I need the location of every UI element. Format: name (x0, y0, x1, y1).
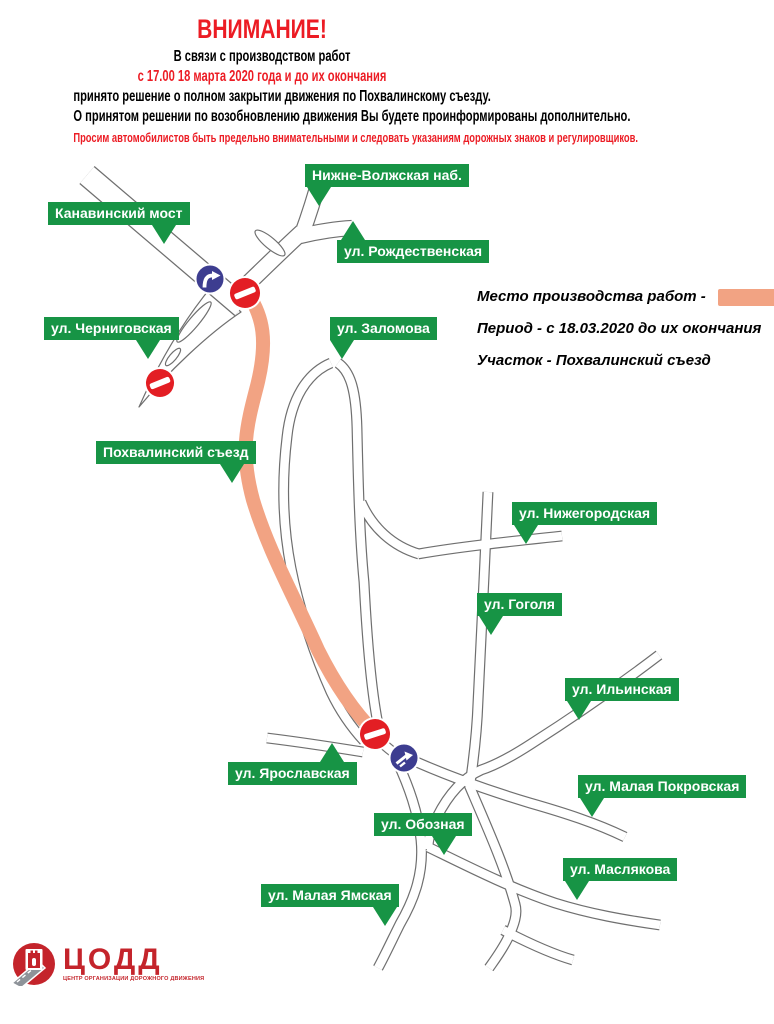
street-label-gogolya: ул. Гоголя (477, 593, 562, 635)
codd-logo-text: ЦОДД ЦЕНТР ОРГАНИЗАЦИИ ДОРОЖНОГО ДВИЖЕНИ… (63, 943, 205, 983)
codd-logo-name: ЦОДД (63, 943, 163, 976)
legend-period: Период - с 18.03.2020 до их окончания (477, 320, 762, 337)
street-label-nizhne-volzhskaya: Нижне-Волжская наб. (305, 164, 469, 206)
legend-work-site: Место производства работ - (477, 287, 774, 307)
street-label-pokhvalinsky: Похвалинский съезд (96, 441, 256, 483)
notice-line-2: с 17.00 18 марта 2020 года и до их оконч… (137, 68, 387, 85)
street-label-malaya-pokrovskaya: ул. Малая Покровская (578, 775, 747, 817)
notice-line-1: В связи с производством работ (173, 48, 351, 65)
legend-highlight-swatch (717, 288, 774, 306)
street-label-malaya-yamskaya: ул. Малая Ямская (261, 884, 399, 926)
no-entry-sign-icon (228, 276, 262, 310)
codd-logo: ЦОДД ЦЕНТР ОРГАНИЗАЦИИ ДОРОЖНОГО ДВИЖЕНИ… (12, 942, 204, 986)
street-label-ilinskaya: ул. Ильинская (565, 678, 679, 720)
map-legend: Место производства работ - Период - с 18… (477, 287, 774, 383)
median-islands (164, 229, 286, 367)
street-label-kanavinsky-most: Канавинский мост (48, 202, 190, 244)
notice-title: ВНИМАНИЕ! (197, 14, 327, 44)
notice-line-4: О принятом решении по возобновлению движ… (73, 108, 631, 125)
turn-right-sign-icon (194, 263, 226, 295)
codd-logo-icon (12, 943, 55, 986)
notice-header: ВНИМАНИЕ! В связи с производством работ … (0, 14, 638, 147)
lane-direction-sign-icon (388, 742, 420, 774)
codd-logo-tagline: ЦЕНТР ОРГАНИЗАЦИИ ДОРОЖНОГО ДВИЖЕНИЯ (63, 976, 205, 982)
street-label-chernigovskaya: ул. Черниговская (44, 317, 179, 359)
street-label-oboznaya: ул. Обозная (374, 813, 472, 855)
legend-section: Участок - Похвалинский съезд (477, 352, 711, 369)
no-entry-sign-icon (358, 717, 392, 751)
notice-line-3: принято решение о полном закрытии движен… (73, 88, 491, 105)
no-entry-sign-icon (144, 367, 176, 399)
street-label-maslyakova: ул. Маслякова (563, 858, 678, 900)
street-label-nizhegorodskaya: ул. Нижегородская (512, 502, 658, 544)
street-label-yaroslavskaya: ул. Ярославская (228, 743, 357, 785)
street-label-zalomova: ул. Заломова (330, 317, 437, 359)
legend-work-site-label: Место производства работ - (477, 288, 706, 305)
notice-line-5: Просим автомобилистов быть предельно вни… (73, 130, 638, 145)
closed-road-highlight (238, 284, 382, 740)
street-label-rozhdestvenskaya: ул. Рождественская (337, 221, 490, 263)
